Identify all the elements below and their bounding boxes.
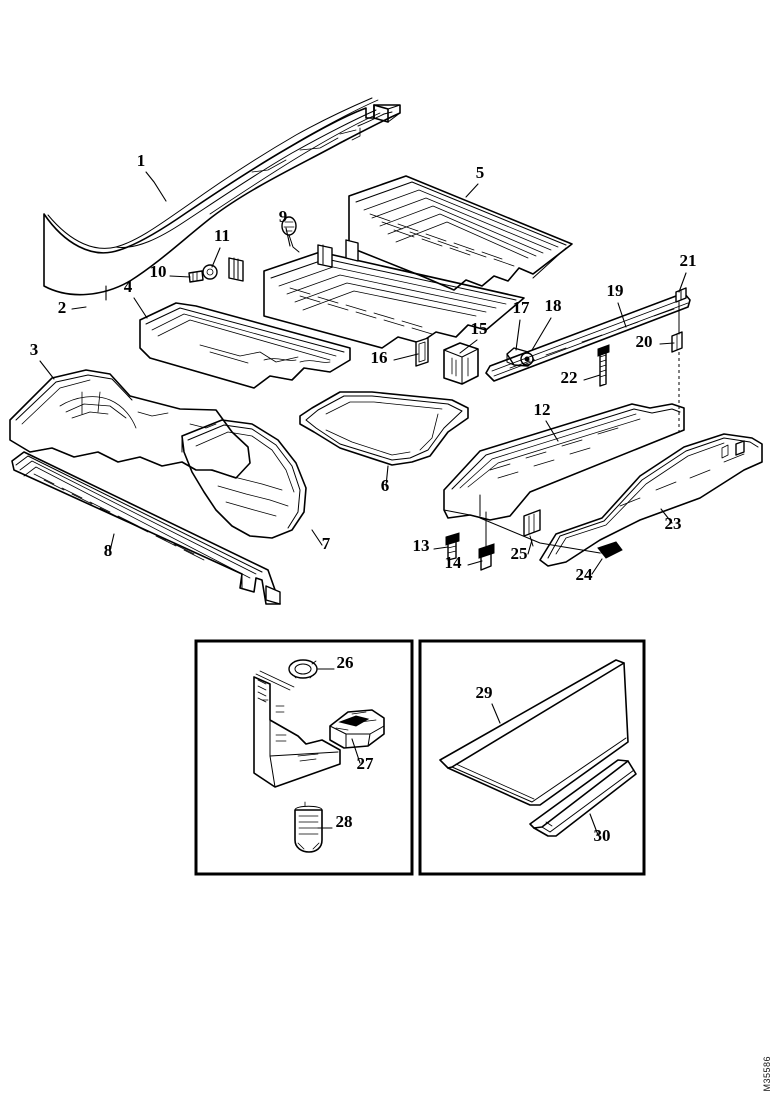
part-15-channel-bracket: [443, 342, 479, 385]
part-10-clip: [188, 270, 204, 283]
callout-number-25: 25: [511, 544, 528, 563]
inset-right-contents: [439, 659, 637, 837]
callout-number-23: 23: [665, 514, 682, 533]
part-23-right-side-member: [539, 433, 763, 567]
callout-number-8: 8: [104, 541, 113, 560]
callout-number-22: 22: [561, 368, 578, 387]
callout-number-30: 30: [594, 826, 611, 845]
part-19-slide-rail: [485, 287, 691, 432]
callout-number-20: 20: [636, 332, 653, 351]
callout-number-5: 5: [476, 163, 485, 182]
part-13-bolt: [445, 532, 460, 561]
part-7-right-floor-pan: [181, 419, 307, 539]
drawing-id-watermark: M35586: [762, 1056, 772, 1092]
left-inset-frame: [194, 639, 414, 876]
callout-number-9: 9: [279, 207, 288, 226]
callout-number-7: 7: [322, 534, 331, 553]
right-inset-frame: [418, 639, 646, 876]
callout-number-15: 15: [471, 319, 488, 338]
callout-number-18: 18: [545, 296, 562, 315]
callout-number-24: 24: [576, 565, 594, 584]
callout-leaders: [39, 171, 687, 836]
part-4-cover-plate: [139, 302, 351, 389]
callout-number-27: 27: [357, 754, 375, 773]
part-12-right-crossmember: [443, 403, 685, 521]
callout-number-29: 29: [476, 683, 493, 702]
part-center-ribbed-deck: [228, 239, 525, 349]
part-16-bracket: [415, 337, 429, 367]
part-6-access-cover: [299, 391, 469, 466]
callout-number-19: 19: [607, 281, 624, 300]
part-8-left-side-rail: [11, 451, 281, 605]
callout-number-10: 10: [150, 262, 167, 281]
callout-number-28: 28: [336, 812, 353, 831]
callout-number-26: 26: [337, 653, 354, 672]
part-11-grommet: [202, 264, 218, 280]
part-1-front-sill-panel: [43, 97, 401, 296]
callout-number-16: 16: [371, 348, 388, 367]
inset-left-contents: [253, 659, 385, 853]
callout-number-6: 6: [381, 476, 390, 495]
callout-number-14: 14: [445, 553, 463, 572]
callout-number-11: 11: [214, 226, 230, 245]
part-24-fastener: [479, 517, 623, 559]
part-5-floor-deck-panel: [348, 175, 573, 291]
callout-number-3: 3: [30, 340, 39, 359]
callout-number-21: 21: [680, 251, 697, 270]
part-14-nut: [478, 511, 495, 571]
callout-number-2: 2: [58, 298, 67, 317]
callout-number-4: 4: [124, 277, 133, 296]
callout-number-12: 12: [534, 400, 551, 419]
callout-number-1: 1: [137, 151, 146, 170]
callout-number-13: 13: [413, 536, 430, 555]
callout-number-17: 17: [513, 298, 531, 317]
part-3-left-floor-pan: [9, 369, 251, 479]
